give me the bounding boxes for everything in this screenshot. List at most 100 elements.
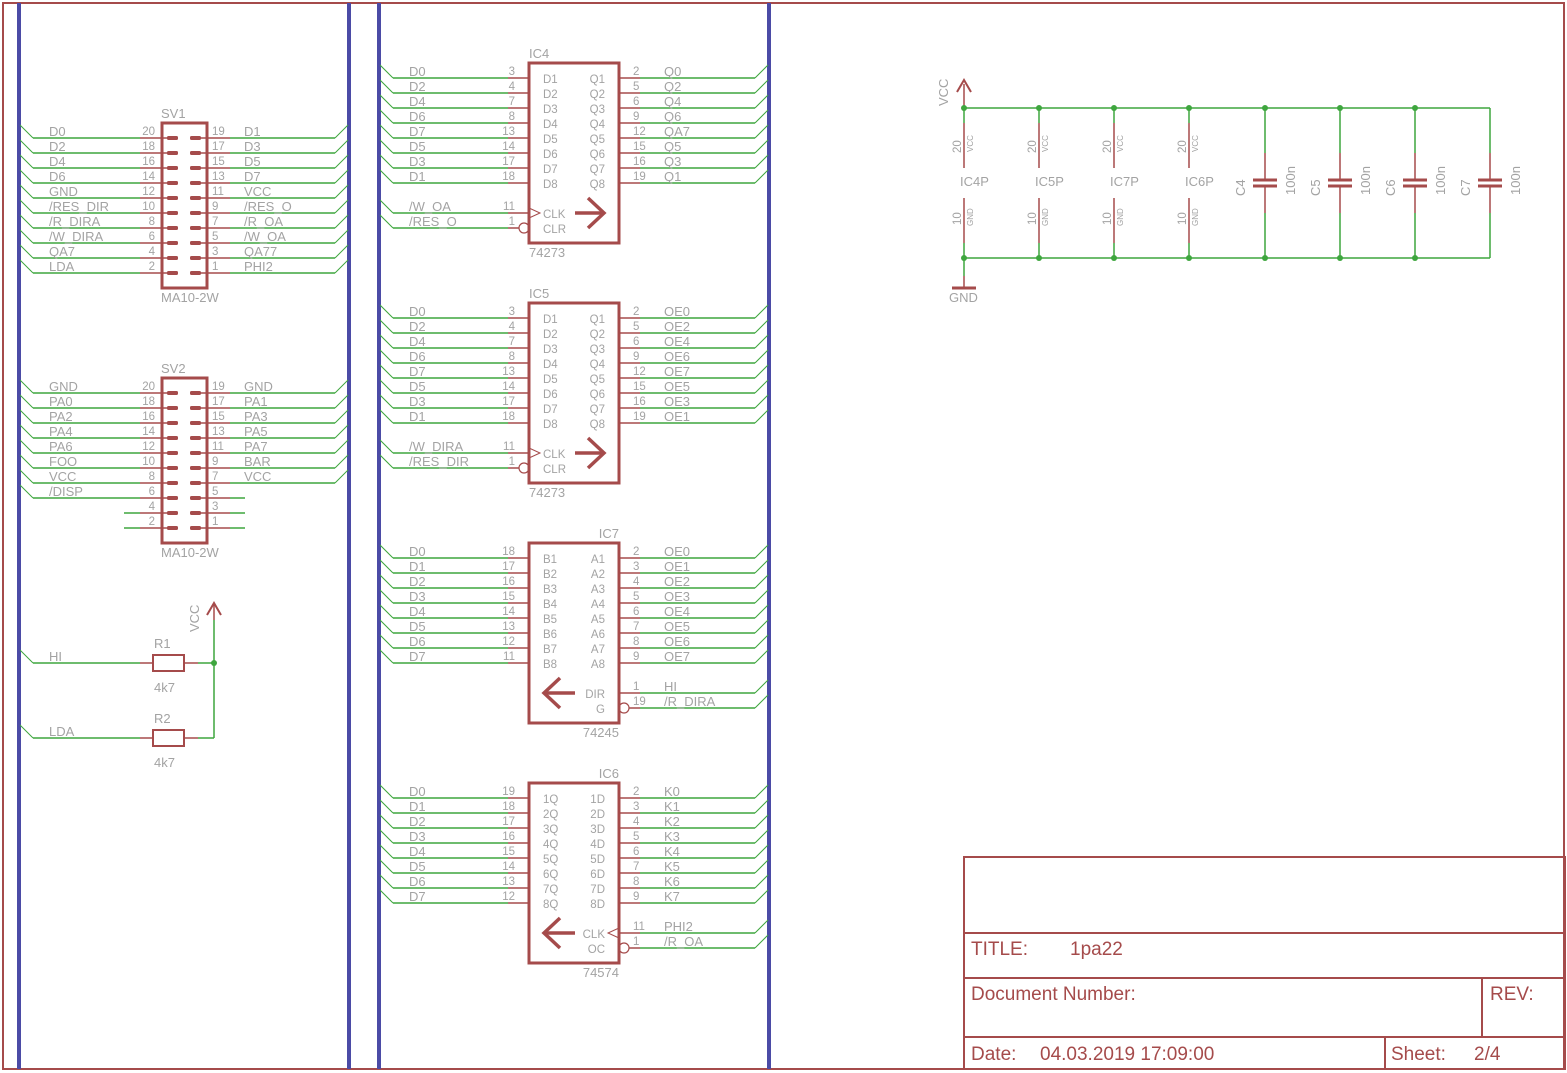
pin-number: 9 <box>633 351 639 363</box>
pin-number: 8 <box>633 636 639 648</box>
bus-entry <box>379 604 394 619</box>
net-label: OE4 <box>664 334 690 349</box>
net-label: D6 <box>409 109 426 124</box>
net-label: OE0 <box>664 304 690 319</box>
pin-number: 2 <box>149 516 155 528</box>
junction-dot <box>1111 105 1117 111</box>
pin-number: 2 <box>149 261 155 273</box>
net-label: PHI2 <box>244 259 273 274</box>
part-name: IC7P <box>1110 174 1139 189</box>
pin-name: D4 <box>543 359 558 371</box>
pin-number: 6 <box>633 846 639 858</box>
pin-name: 6Q <box>543 869 558 881</box>
net-label: D5 <box>409 619 426 634</box>
bus-entry <box>754 619 769 634</box>
part-name: R2 <box>154 711 171 726</box>
net-label: Q6 <box>664 109 681 124</box>
pin-number: 11 <box>212 441 224 453</box>
bus-entry <box>379 859 394 874</box>
net-label: PA5 <box>244 424 268 439</box>
pin-name: 3D <box>590 824 605 836</box>
part-value: 74273 <box>529 245 565 260</box>
title-block-frame <box>963 856 1566 1070</box>
pin-number: 15 <box>212 411 225 423</box>
bus-entry <box>754 109 769 124</box>
sheet-label: Sheet: <box>1391 1044 1446 1065</box>
part-name: IC4 <box>529 46 549 61</box>
pin-pad <box>167 511 178 515</box>
pin-name: 4D <box>590 839 605 851</box>
pin-number: 20 <box>1177 140 1189 153</box>
pin-number: 10 <box>952 212 964 225</box>
pin-number: 18 <box>502 801 515 813</box>
pin-name: VCC <box>966 135 975 152</box>
bus-entry <box>754 334 769 349</box>
part-name: C5 <box>1308 179 1323 196</box>
bus-entry <box>379 889 394 904</box>
bus-entry <box>754 319 769 334</box>
pin-name: D7 <box>543 164 558 176</box>
bus-entry <box>754 574 769 589</box>
bus-entry <box>19 439 34 454</box>
pin-name: 2D <box>590 809 605 821</box>
bus-entry <box>754 634 769 649</box>
net-label: OE6 <box>664 349 690 364</box>
bus-entry <box>19 169 34 184</box>
pin-number: 15 <box>633 381 646 393</box>
bus-entry <box>379 79 394 94</box>
pin-number: 12 <box>142 441 155 453</box>
bus-entry <box>334 199 349 214</box>
bus-entry <box>754 679 769 694</box>
pin-number: 15 <box>502 591 515 603</box>
net-label: PA2 <box>49 409 73 424</box>
pin-pad <box>190 196 201 200</box>
pin-number: 17 <box>502 156 515 168</box>
pin-number: 15 <box>502 846 515 858</box>
pin-number: 15 <box>212 156 225 168</box>
pin-name: VCC <box>1041 135 1050 152</box>
bus-entry <box>379 64 394 79</box>
pin-name: Q3 <box>590 344 605 356</box>
bus-entry <box>19 154 34 169</box>
pin-number: 19 <box>502 786 515 798</box>
bus-entry <box>334 184 349 199</box>
bus-entry <box>754 889 769 904</box>
clock-triangle-icon <box>528 207 542 219</box>
vcc-label: VCC <box>936 79 951 106</box>
net-label: GND <box>49 379 78 394</box>
pin-number: 9 <box>633 891 639 903</box>
bus-entry <box>19 124 34 139</box>
part-name: IC6 <box>599 766 619 781</box>
net-label: /W_OA <box>409 199 451 214</box>
bus-entry <box>334 154 349 169</box>
net-label: BAR <box>244 454 271 469</box>
bus-entry <box>19 724 34 739</box>
pin-name: B7 <box>543 644 557 656</box>
bus-entry <box>334 244 349 259</box>
bus-entry <box>754 379 769 394</box>
pin-name: A7 <box>591 644 605 656</box>
bus-entry <box>754 799 769 814</box>
pin-number: 3 <box>509 66 515 78</box>
part-name: R1 <box>154 636 171 651</box>
net-label: Q4 <box>664 94 681 109</box>
net-label: D0 <box>409 784 426 799</box>
pin-name: GND <box>1191 208 1200 226</box>
junction-dot <box>1186 255 1192 261</box>
pin-number: 13 <box>502 366 515 378</box>
pin-name: D8 <box>543 179 558 191</box>
net-label: Q2 <box>664 79 681 94</box>
pin-number: 6 <box>149 486 155 498</box>
junction-dot <box>1412 255 1418 261</box>
pin-pad <box>167 406 178 410</box>
date-value: 04.03.2019 17:09:00 <box>1040 1044 1214 1065</box>
bus-entry <box>379 439 394 454</box>
part-value: 74574 <box>583 965 619 980</box>
pin-name: D8 <box>543 419 558 431</box>
net-label: D4 <box>49 154 66 169</box>
pin-name: 3Q <box>543 824 558 836</box>
